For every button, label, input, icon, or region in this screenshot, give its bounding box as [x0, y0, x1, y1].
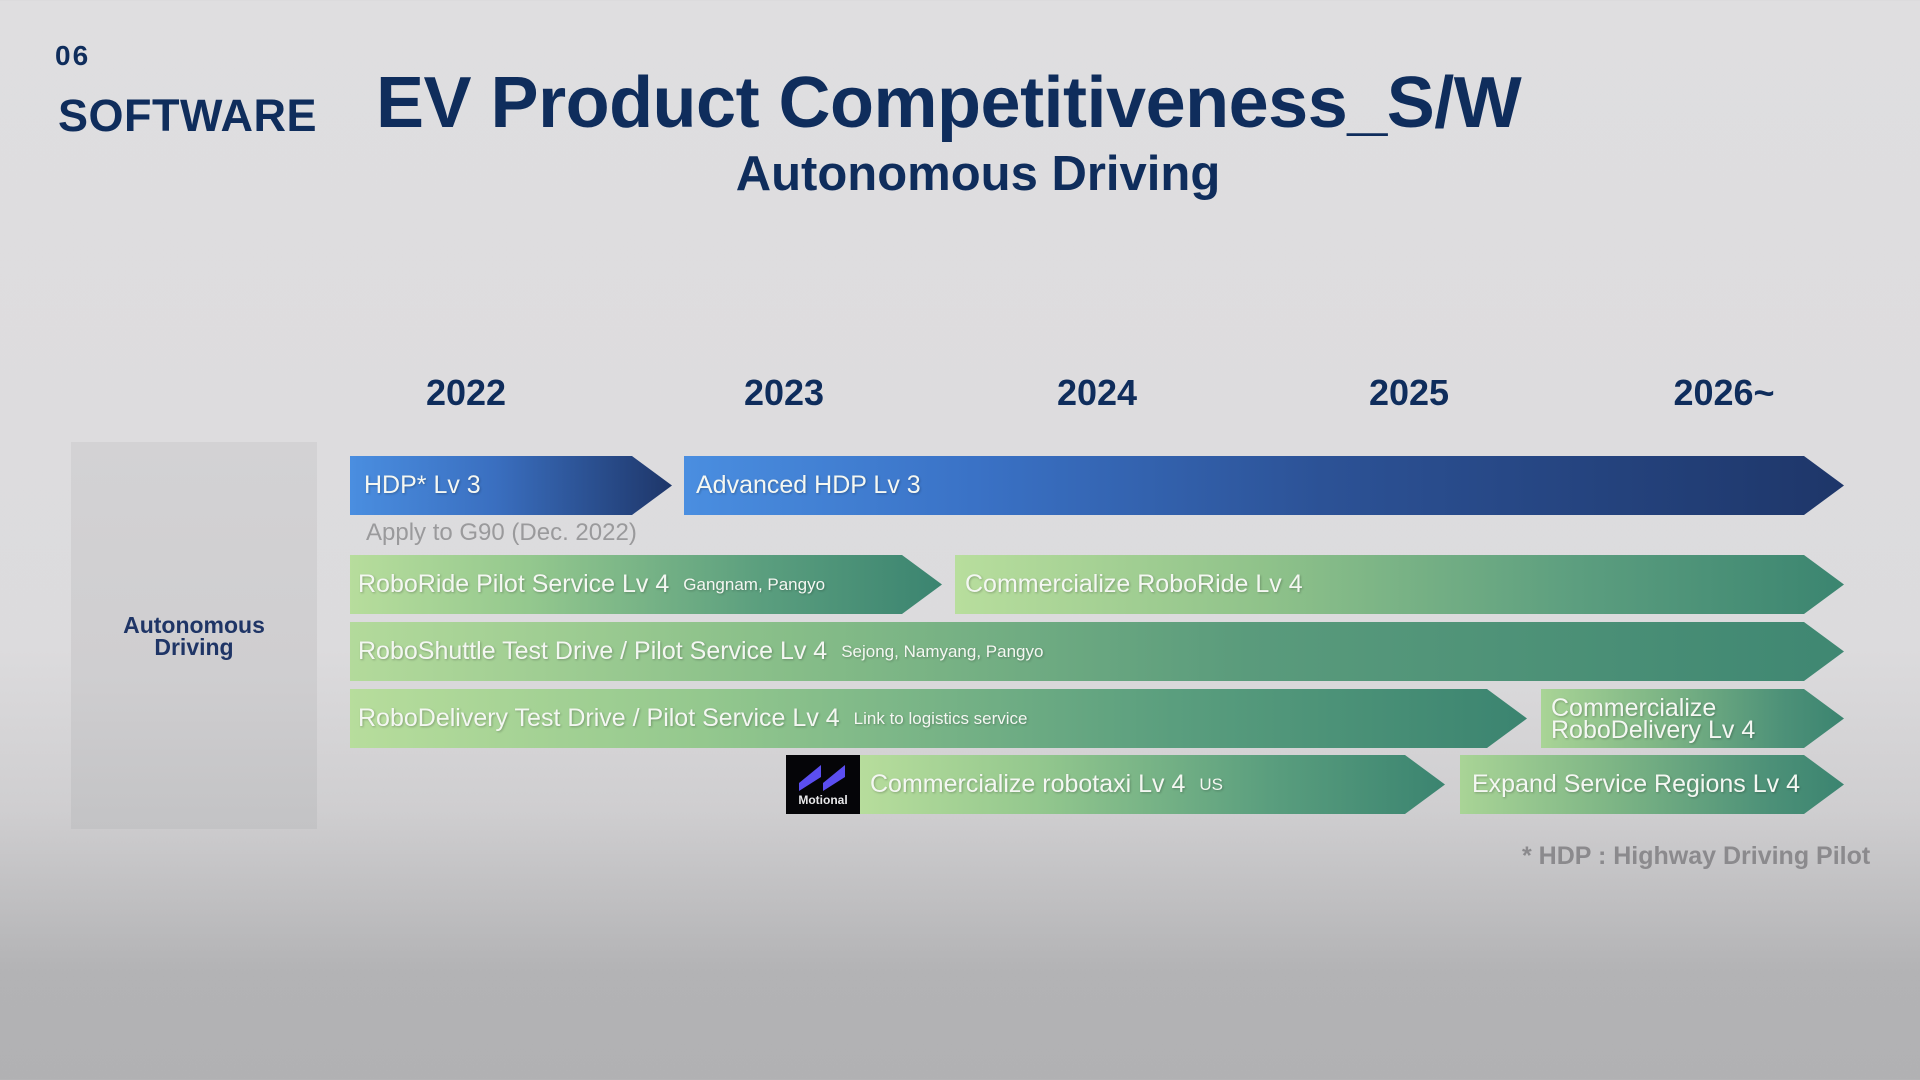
timeline-bar-advanced-hdp: Advanced HDP Lv 3 [684, 456, 1844, 515]
footnote: * HDP : Highway Driving Pilot [1522, 842, 1871, 870]
page-subtitle: Autonomous Driving [735, 147, 1221, 201]
year-label: 2023 [743, 372, 825, 413]
motional-logo: Motional [786, 755, 860, 814]
timeline-bar-roboshuttle: RoboShuttle Test Drive / Pilot Service L… [350, 622, 1844, 681]
year-label: 2025 [1368, 372, 1450, 413]
bar-label: RoboDelivery Test Drive / Pilot Service … [358, 704, 840, 732]
year-label: 2022 [425, 372, 507, 413]
timeline-bar-robotaxi: Commercialize robotaxi Lv 4 US [860, 755, 1445, 814]
year-label: 2026~ [1673, 372, 1775, 413]
timeline-bar-robodelivery-commercial: Commercialize RoboDelivery Lv 4 [1541, 689, 1844, 748]
bar-note: US [1199, 774, 1224, 794]
timeline-bar-roboride-pilot: RoboRide Pilot Service Lv 4 Gangnam, Pan… [350, 555, 942, 614]
bar-note: Sejong, Namyang, Pangyo [841, 641, 1044, 661]
page-title: EV Product Competitiveness_S/W [376, 63, 1522, 143]
section-name: SOFTWARE [58, 90, 317, 141]
timeline-bar-roboride-commercial: Commercialize RoboRide Lv 4 [955, 555, 1844, 614]
bar-label: RoboShuttle Test Drive / Pilot Service L… [358, 637, 828, 665]
bar-label: Expand Service Regions Lv 4 [1472, 770, 1800, 798]
logo-text: Motional [798, 793, 848, 807]
year-label: 2024 [1056, 372, 1138, 413]
bar-note: Link to logistics service [853, 708, 1028, 728]
bar-note: Gangnam, Pangyo [683, 574, 826, 594]
bar-label: HDP* Lv 3 [364, 471, 481, 499]
section-number: 06 [55, 40, 91, 71]
row-label-box: Autonomous Driving [71, 442, 317, 829]
bar-label: Commercialize RoboRide Lv 4 [965, 570, 1303, 598]
timeline-bar-robodelivery-pilot: RoboDelivery Test Drive / Pilot Service … [350, 689, 1527, 748]
motional-logo-icon [799, 765, 845, 791]
bar-label: RoboRide Pilot Service Lv 4 [358, 570, 670, 598]
bar-label: Commercialize RoboDelivery Lv 4 [1551, 693, 1756, 744]
bar-label: Commercialize robotaxi Lv 4 [870, 770, 1186, 798]
timeline-bar-expand-regions: Expand Service Regions Lv 4 [1460, 755, 1844, 814]
timeline-bar-hdp: HDP* Lv 3 [350, 456, 672, 515]
hdp-annotation: Apply to G90 (Dec. 2022) [366, 519, 637, 546]
row-label: Autonomous Driving [123, 611, 265, 660]
bar-label: Advanced HDP Lv 3 [696, 471, 921, 499]
